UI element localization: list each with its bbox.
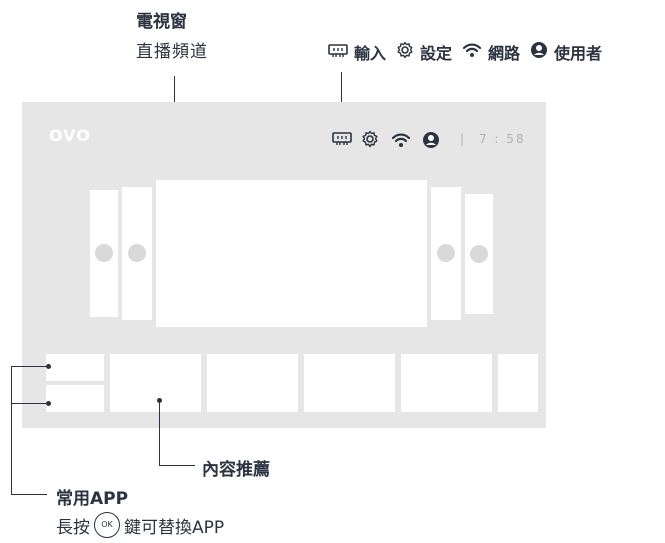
tv-window-title: 電視窗 bbox=[136, 12, 187, 32]
recommend-leader-horizontal bbox=[159, 465, 195, 466]
ok-key-badge: OK bbox=[94, 512, 120, 538]
apps-leader-vertical bbox=[11, 366, 12, 495]
legend-settings-label: 設定 bbox=[420, 44, 453, 63]
apps-leader-dot-top bbox=[46, 364, 51, 369]
legend-network-label: 網路 bbox=[488, 44, 521, 63]
recommend-label: 內容推薦 bbox=[202, 460, 270, 480]
gear-icon[interactable] bbox=[361, 130, 379, 152]
tv-window[interactable] bbox=[156, 180, 427, 327]
recommend-leader-vertical bbox=[159, 400, 160, 466]
apps-hint-prefix: 長按 bbox=[56, 517, 90, 538]
recommend-tile-2[interactable] bbox=[207, 354, 298, 412]
apps-leader-top-horizontal bbox=[11, 366, 47, 367]
legend-input-label: 輸入 bbox=[354, 44, 387, 63]
brand-logo: OVO bbox=[49, 126, 91, 145]
wifi-icon[interactable] bbox=[391, 132, 411, 152]
side-card-right-inner[interactable] bbox=[431, 187, 461, 320]
user-icon[interactable] bbox=[422, 131, 440, 153]
recommend-tile-3[interactable] bbox=[304, 354, 395, 412]
card-dot bbox=[470, 245, 488, 263]
recommend-tile-5[interactable] bbox=[498, 354, 538, 412]
app-shortcut-bottom[interactable] bbox=[46, 385, 104, 412]
input-icon bbox=[328, 43, 348, 62]
recommend-tile-4[interactable] bbox=[401, 354, 492, 412]
side-card-left-inner[interactable] bbox=[122, 187, 152, 320]
tv-window-subtitle: 直播頻道 bbox=[136, 42, 208, 62]
legend-user-label: 使用者 bbox=[554, 44, 603, 63]
apps-leader-bottom-horizontal bbox=[11, 403, 47, 404]
card-dot bbox=[95, 244, 113, 262]
app-shortcut-top[interactable] bbox=[46, 354, 104, 381]
input-icon[interactable] bbox=[332, 132, 352, 150]
clock-time: 7 : 58 bbox=[479, 132, 526, 146]
status-separator: | bbox=[460, 132, 467, 146]
gear-icon bbox=[396, 41, 414, 63]
tv-screen: OVO | 7 : 58 bbox=[22, 102, 546, 428]
apps-hint: 長按 OK 鍵可替換APP bbox=[56, 510, 224, 540]
status-legend: 輸入 設定 網路 使用者 bbox=[328, 41, 602, 63]
apps-hint-suffix: 鍵可替換APP bbox=[124, 517, 225, 538]
status-leader-line bbox=[341, 72, 342, 118]
apps-leader-foot bbox=[11, 494, 47, 495]
user-icon bbox=[530, 41, 548, 63]
side-card-left-outer[interactable] bbox=[90, 190, 118, 317]
apps-title: 常用APP bbox=[56, 489, 129, 509]
wifi-icon bbox=[462, 42, 482, 62]
side-card-right-outer[interactable] bbox=[465, 194, 493, 314]
card-dot bbox=[437, 244, 455, 262]
recommend-tile-1[interactable] bbox=[110, 354, 201, 412]
apps-leader-dot-bottom bbox=[46, 401, 51, 406]
card-dot bbox=[128, 244, 146, 262]
